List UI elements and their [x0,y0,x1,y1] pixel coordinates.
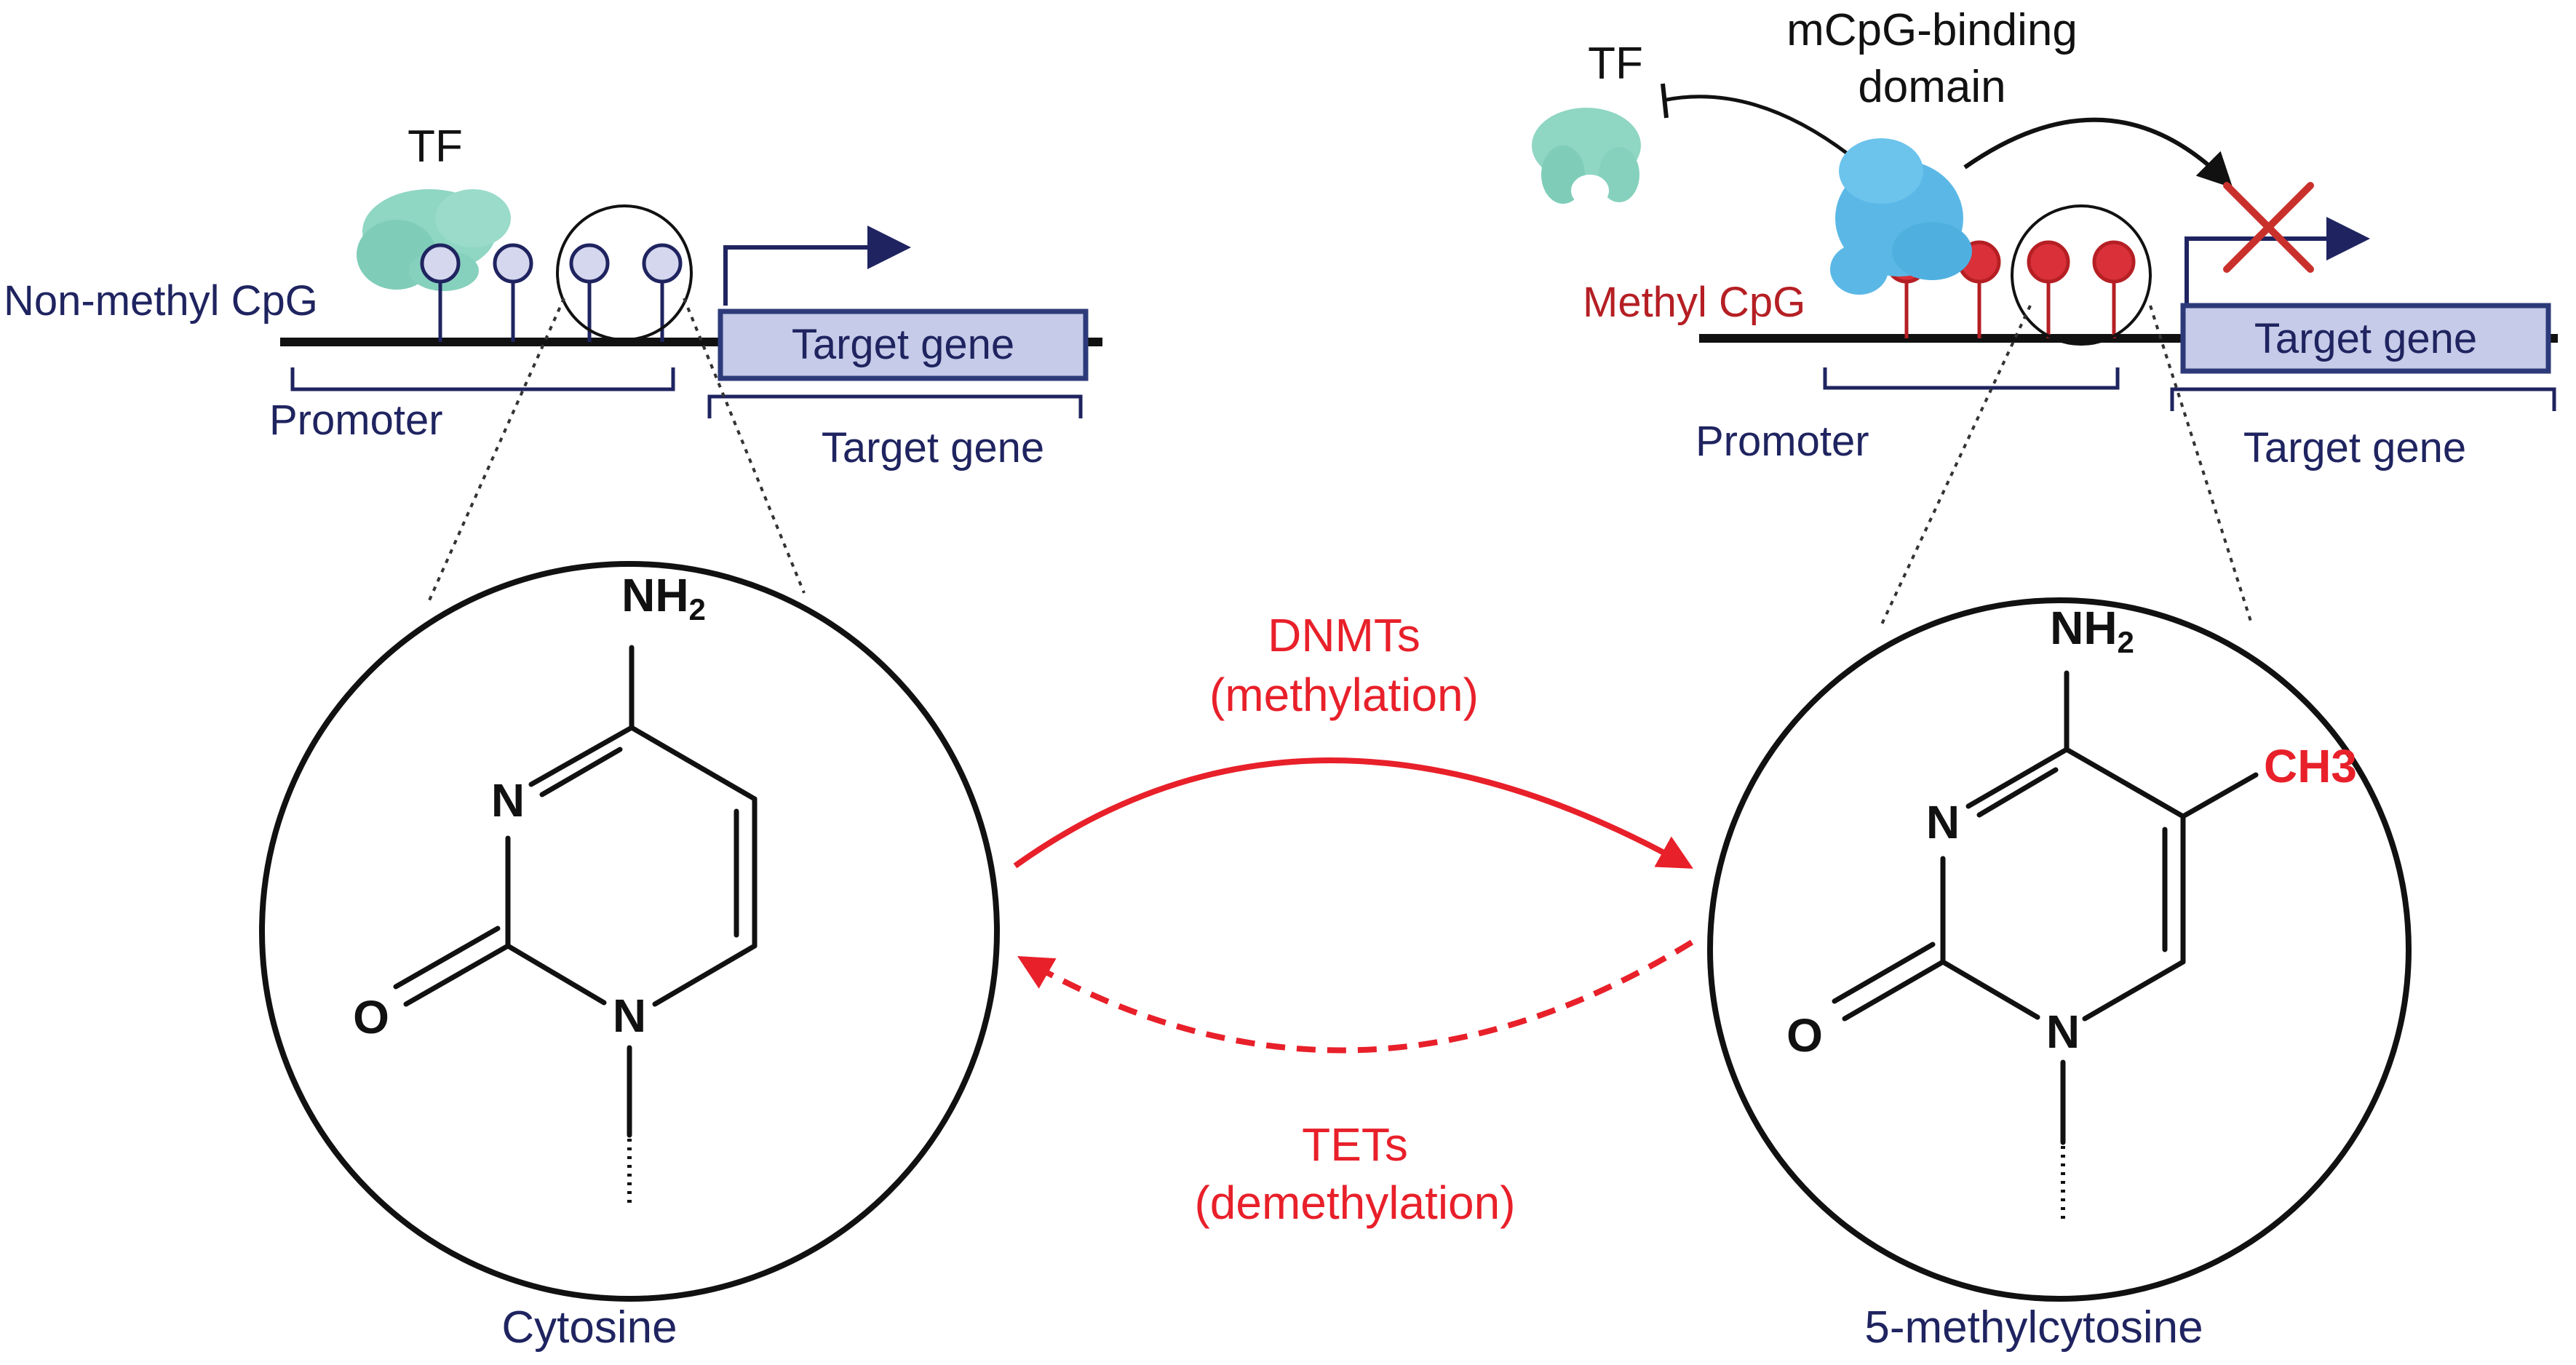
promoter-label: Promoter [269,397,443,444]
cpg-lollipop [569,243,610,284]
target-gene-bracket [2170,387,2556,411]
target-gene-bracket-label: Target gene [822,424,1044,471]
target-gene-bracket [707,394,1083,418]
tf-inhibition-arrow [1662,95,1868,170]
cpg-lollipop [493,243,533,284]
mbd-protein-icon [1830,138,1972,295]
molecule-circle [259,561,1000,1302]
transcription-arrow [2185,217,2370,304]
ring-nitrogen-3: N [1926,796,1960,848]
cytosine-caption: Cytosine [501,1302,677,1353]
binding-domain-label-line2: domain [1858,62,2005,112]
cpg-lollipop [642,243,683,284]
molecule-circle [1707,597,2412,1302]
zoom-line-left [1880,305,2032,626]
methylation-arrow [1013,757,1693,869]
mcpg-lollipop [2092,240,2136,284]
left-gene-schematic: TF Target gene Non-methyl CpG Promoter T… [4,122,1102,601]
tf-label: TF [408,122,463,172]
cpg-lollipop [420,243,461,284]
carbonyl-oxygen: O [1786,1009,1823,1062]
zoom-circle [2011,204,2152,346]
demethylation-arrow [1017,939,1694,1054]
reaction-arrows: DNMTs (methylation) TETs (demethylation) [1013,609,1694,1229]
inhibition-bar [1661,83,1669,119]
blocked-x-icon [2223,182,2314,273]
promoter-bracket [1823,367,2120,390]
cytosine-molecule: NH2 N N O [259,561,1000,1302]
ring-nitrogen-1: N [613,990,646,1042]
methyl-group: CH3 [2264,740,2357,792]
target-gene-box [2180,303,2551,374]
dnmts-label: DNMTs [1268,609,1420,661]
cpg-label: Non-methyl CpG [4,277,318,325]
demethylation-label: (demethylation) [1194,1177,1515,1229]
tf-label: TF [1588,39,1643,89]
ring-nitrogen-3: N [491,774,525,827]
amine-group: NH2 [621,569,706,626]
zoom-line-right [683,298,806,594]
cpg-label: Methyl CpG [1583,279,1805,326]
methylation-label: (methylation) [1209,669,1479,721]
target-gene-box-label: Target gene [792,321,1014,368]
mcpg-lollipop [2027,240,2070,284]
zoom-circle [556,204,693,341]
repression-arrow [1963,117,2233,188]
binding-domain-label-line1: mCpG-binding [1786,5,2078,55]
zoom-line-left [428,298,565,601]
carbonyl-oxygen: O [353,991,389,1043]
promoter-label: Promoter [1696,418,1869,465]
target-gene-box [717,309,1089,381]
unmethylated-cpg-sites [420,243,683,342]
tf-protein-icon [1532,108,1641,207]
right-gene-schematic: TF mCpG-binding domain Methyl CpG [1532,5,2558,626]
methylcytosine-molecule: NH2 CH3 N N O [1707,597,2412,1302]
ring-nitrogen-1: N [2046,1006,2080,1058]
target-gene-bracket-label: Target gene [2243,424,2466,471]
transcription-arrow [723,226,911,306]
amine-group: NH2 [2050,602,2134,659]
methylcytosine-caption: 5-methylcytosine [1864,1302,2203,1353]
tets-label: TETs [1302,1118,1408,1171]
promoter-bracket [290,367,675,391]
target-gene-box-label: Target gene [2254,315,2477,362]
